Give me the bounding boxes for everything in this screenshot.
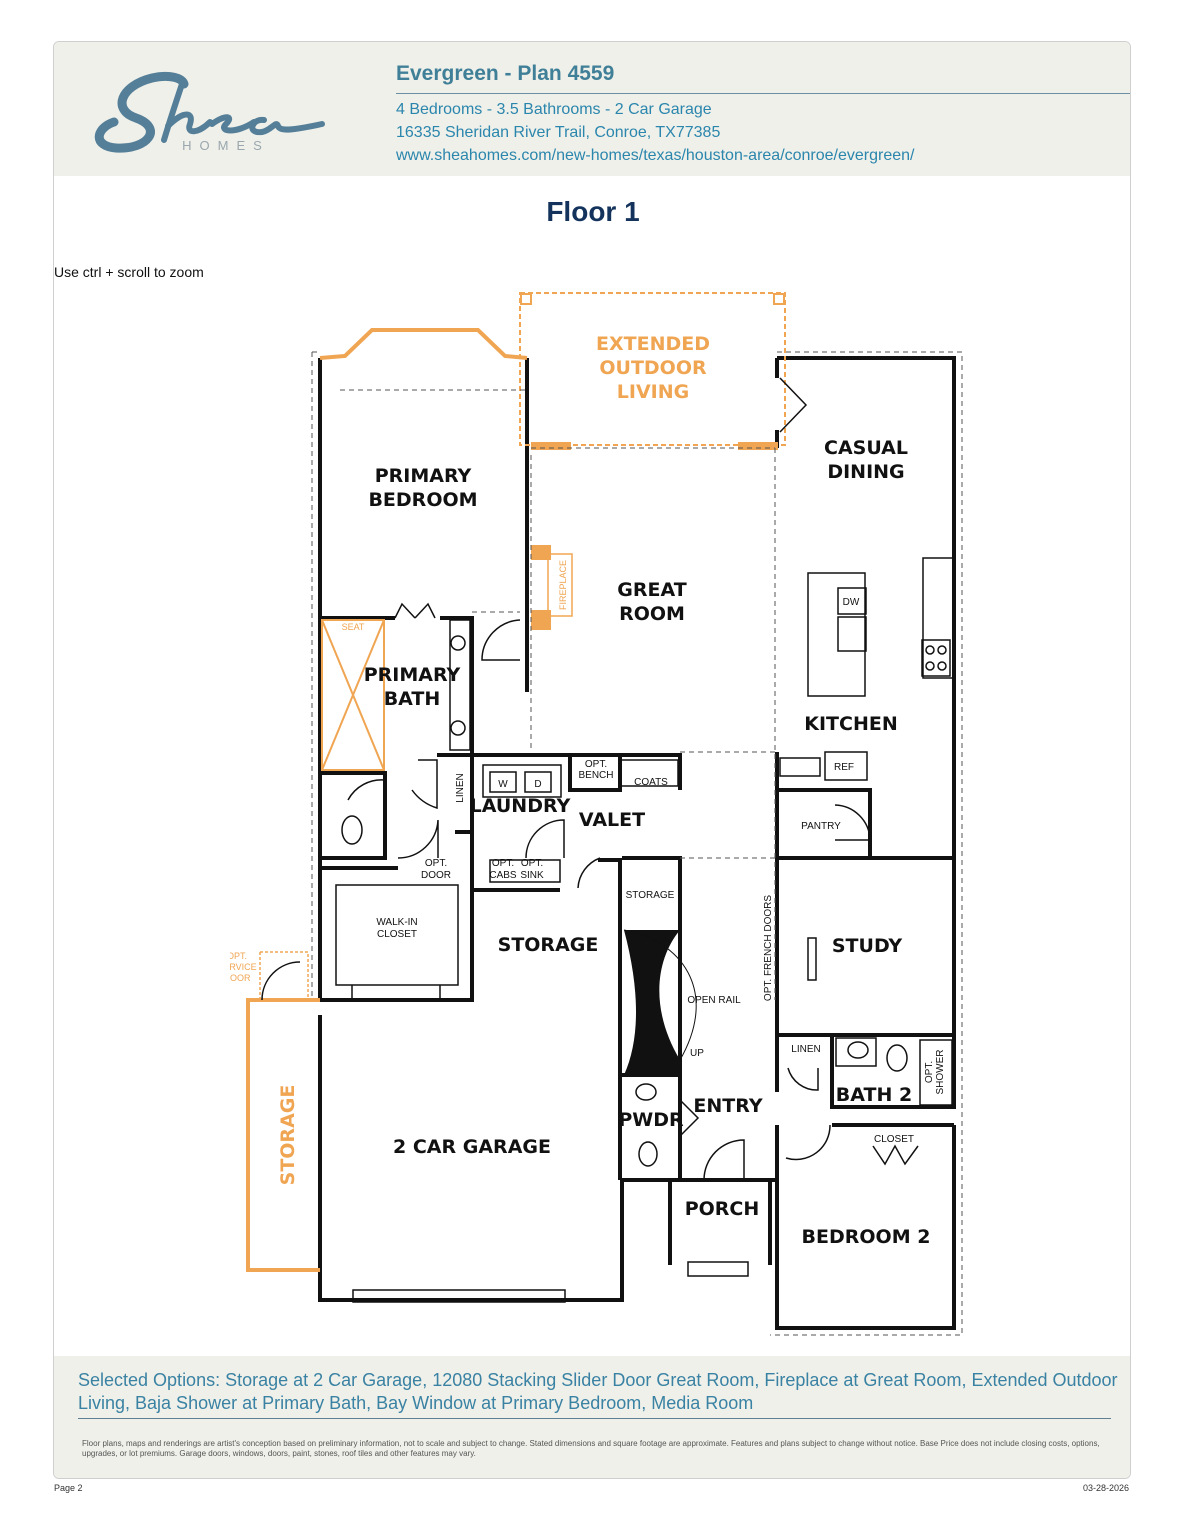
label-garage: 2 CAR GARAGE bbox=[393, 1136, 551, 1158]
label-opt-service-3: DOOR bbox=[230, 973, 251, 983]
label-primary-bath-1: PRIMARY bbox=[364, 664, 461, 686]
label-storage-small: STORAGE bbox=[626, 890, 675, 901]
page-number: Page 2 bbox=[54, 1483, 83, 1493]
label-opt-cabs-1: OPT. bbox=[492, 858, 514, 869]
label-primary-bath-2: BATH bbox=[384, 688, 441, 710]
label-linen: LINEN bbox=[455, 773, 466, 802]
floor-plan[interactable]: EXTENDED OUTDOOR LIVING PRIMARY BEDROOM … bbox=[230, 288, 990, 1343]
label-casual-1: CASUAL bbox=[824, 437, 908, 459]
label-opt-shower-1: OPT. bbox=[924, 1061, 935, 1083]
label-ref: REF bbox=[834, 762, 854, 773]
label-great-2: ROOM bbox=[619, 603, 685, 625]
label-opt-sink-2: SINK bbox=[520, 870, 544, 881]
shea-homes-logo: HOMES bbox=[94, 71, 325, 153]
label-washer: W bbox=[498, 779, 508, 790]
disclaimer: Floor plans, maps and renderings are art… bbox=[82, 1439, 1100, 1458]
brochure-header bbox=[54, 42, 1130, 176]
floor-title: Floor 1 bbox=[546, 196, 640, 227]
footer-divider bbox=[78, 1418, 1111, 1419]
label-casual-2: DINING bbox=[827, 461, 904, 483]
label-pantry: PANTRY bbox=[801, 821, 841, 832]
label-opt-sink-1: OPT. bbox=[521, 858, 543, 869]
label-opt-shower-2: SHOWER bbox=[935, 1050, 946, 1095]
label-primary-bedroom-2: BEDROOM bbox=[368, 489, 477, 511]
logo-sub: HOMES bbox=[182, 138, 270, 153]
label-opt-cabs-2: CABS bbox=[489, 870, 517, 881]
label-coats: COATS bbox=[634, 777, 668, 788]
label-great-1: GREAT bbox=[617, 579, 686, 601]
label-seat: SEAT bbox=[342, 622, 365, 632]
label-linen2: LINEN bbox=[791, 1044, 820, 1055]
label-dw: DW bbox=[843, 597, 860, 608]
label-valet: VALET bbox=[579, 809, 645, 831]
label-opt-door-1: OPT. bbox=[425, 858, 447, 869]
label-up: UP bbox=[690, 1048, 704, 1059]
label-french-doors: OPT. FRENCH DOORS bbox=[763, 895, 774, 1001]
plan-title: Evergreen - Plan 4559 bbox=[396, 62, 615, 85]
brochure-footer bbox=[54, 1356, 1130, 1478]
page-sheet bbox=[53, 41, 1131, 1479]
print-date: 03-28-2026 bbox=[1082, 1483, 1129, 1493]
fixture-labels: SEAT FIREPLACE DW LINEN W D OPT. BENCH C… bbox=[230, 560, 946, 1145]
label-pwdr: PWDR bbox=[618, 1109, 684, 1131]
label-extended-3: LIVING bbox=[617, 381, 689, 403]
label-open-rail: OPEN RAIL bbox=[687, 995, 741, 1006]
label-opt-bench-1: OPT. bbox=[585, 759, 607, 770]
label-bedroom2: BEDROOM 2 bbox=[802, 1226, 931, 1248]
label-entry: ENTRY bbox=[693, 1095, 762, 1117]
label-porch: PORCH bbox=[685, 1198, 760, 1220]
label-kitchen: KITCHEN bbox=[804, 713, 897, 735]
label-fireplace: FIREPLACE bbox=[558, 560, 568, 610]
plan-summary: 4 Bedrooms - 3.5 Bathrooms - 2 Car Garag… bbox=[396, 101, 712, 118]
label-opt-service-2: SERVICE bbox=[230, 962, 257, 972]
label-opt-service-1: OPT. bbox=[230, 951, 247, 961]
plan-url-link[interactable]: www.sheahomes.com/new-homes/texas/housto… bbox=[396, 147, 915, 164]
label-extended-1: EXTENDED bbox=[596, 333, 710, 355]
title-divider bbox=[396, 93, 1130, 94]
label-study: STUDY bbox=[832, 935, 902, 957]
room-labels: EXTENDED OUTDOOR LIVING PRIMARY BEDROOM … bbox=[277, 333, 930, 1248]
zoom-hint: Use ctrl + scroll to zoom bbox=[54, 264, 204, 280]
label-opt-door-2: DOOR bbox=[421, 870, 451, 881]
plan-address: 16335 Sheridan River Trail, Conroe, TX77… bbox=[396, 124, 721, 141]
label-primary-bedroom-1: PRIMARY bbox=[375, 465, 472, 487]
label-laundry: LAUNDRY bbox=[470, 795, 571, 817]
label-dryer: D bbox=[534, 779, 541, 790]
selected-options: Selected Options: Storage at 2 Car Garag… bbox=[78, 1370, 1118, 1413]
label-closet: CLOSET bbox=[874, 1134, 914, 1145]
label-extended-2: OUTDOOR bbox=[599, 357, 707, 379]
label-storage-mid: STORAGE bbox=[498, 934, 599, 956]
label-bath2: BATH 2 bbox=[836, 1084, 912, 1106]
label-opt-bench-2: BENCH bbox=[578, 770, 613, 781]
label-walkin-2: CLOSET bbox=[377, 929, 417, 940]
label-walkin-1: WALK-IN bbox=[376, 917, 417, 928]
label-storage-garage: STORAGE bbox=[277, 1085, 299, 1186]
